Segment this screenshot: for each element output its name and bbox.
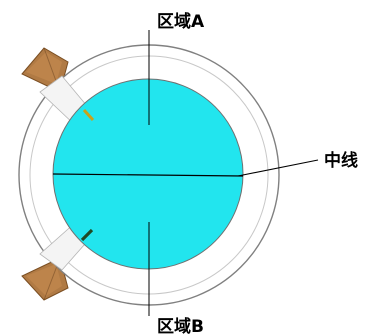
pin-bottom [80, 228, 94, 242]
pin-top [82, 108, 95, 122]
midline-label: 中线 [324, 150, 358, 171]
midline-leader [237, 159, 319, 177]
wood-block-bottom [21, 257, 69, 301]
region-b-label: 区域B [157, 316, 204, 336]
midline [52, 173, 244, 177]
region-a-label: 区域A [157, 11, 205, 32]
